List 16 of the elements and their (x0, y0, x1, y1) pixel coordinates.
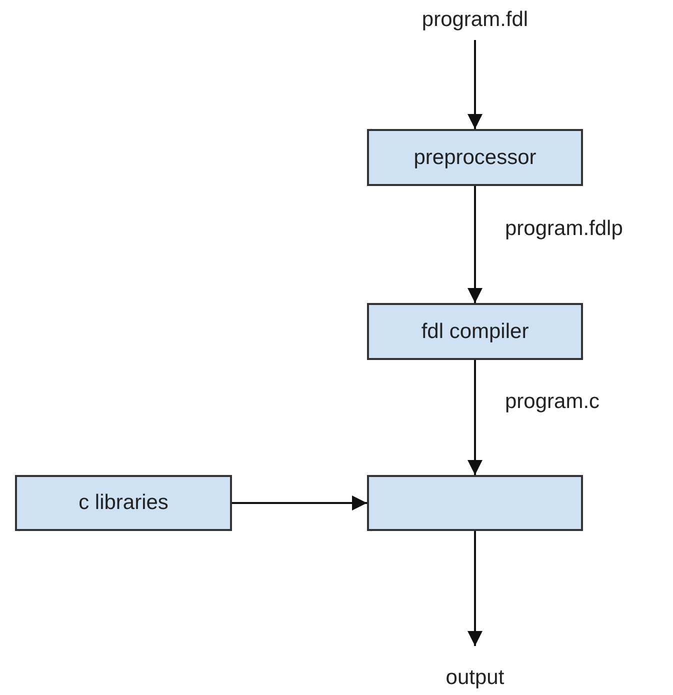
arrow (468, 186, 482, 303)
arrow (232, 496, 367, 510)
file-label: program.fdl (367, 2, 583, 38)
process-box (15, 475, 232, 531)
arrow (468, 40, 482, 129)
box-label: preprocessor (414, 146, 536, 170)
box-label: c libraries (78, 491, 168, 515)
process-box (367, 303, 583, 360)
file-label: output (367, 660, 583, 695)
arrow (468, 360, 482, 475)
arrow (468, 531, 482, 646)
edge-label: program.fdlp (505, 216, 623, 240)
process-box (367, 129, 583, 186)
edge-label: program.c (505, 390, 600, 414)
process-box (367, 475, 583, 531)
box-label: fdl compiler (421, 320, 529, 344)
